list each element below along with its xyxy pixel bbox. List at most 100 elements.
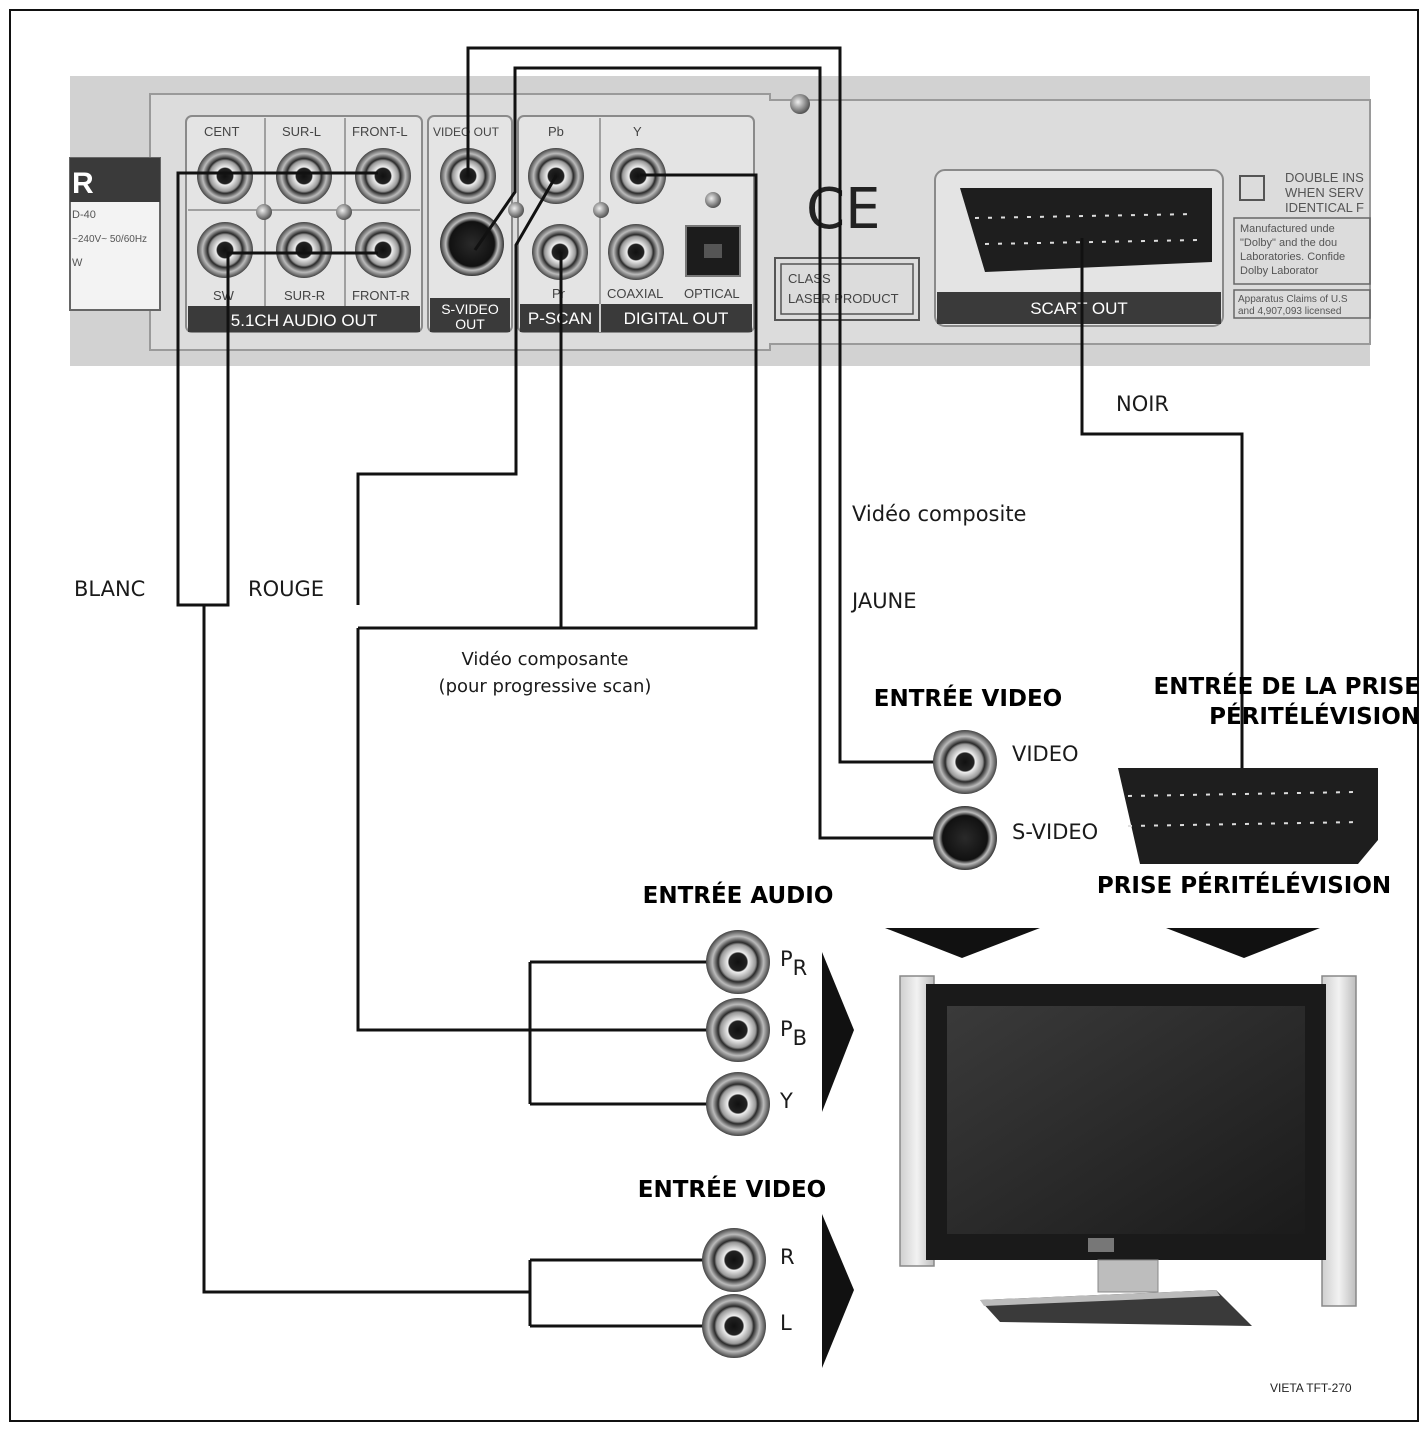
cable-component-y bbox=[358, 173, 758, 630]
dolby-line: "Dolby" and the dou bbox=[1240, 237, 1337, 249]
tv-jack-pr bbox=[706, 930, 770, 994]
arrow-down-icon bbox=[885, 928, 1040, 958]
screw-icon bbox=[593, 202, 609, 218]
tv-jack-svideo bbox=[933, 806, 997, 870]
rating-label: R D-40 ~240V~ 50/60Hz W bbox=[69, 157, 161, 311]
screw-icon bbox=[790, 94, 810, 114]
jack-y bbox=[610, 148, 666, 204]
dolby-line: Dolby Laborator bbox=[1240, 265, 1319, 277]
model-fragment: D-40 bbox=[72, 209, 96, 221]
jack-label-sur-r: SUR-R bbox=[284, 288, 325, 303]
jack-label-cent: CENT bbox=[204, 124, 239, 139]
header-scart-input-1: ENTRÉE DE LA PRISE bbox=[1154, 672, 1420, 700]
tv-jack-r bbox=[702, 1228, 766, 1292]
tv-screen bbox=[947, 1006, 1305, 1234]
watt-fragment: W bbox=[72, 257, 83, 269]
laser-line-2: LASER PRODUCT bbox=[788, 291, 899, 306]
audio-out-group: CENT SUR-L FRONT-L SW SUR-R FRONT-R 5.1C… bbox=[185, 115, 423, 333]
arrow-down-icon bbox=[1166, 928, 1320, 958]
jack-label-optical: OPTICAL bbox=[684, 286, 740, 301]
tv-logo bbox=[1088, 1238, 1114, 1252]
label-blanc: BLANC bbox=[74, 577, 145, 601]
tv-model: VIETA TFT-270 bbox=[1270, 1381, 1352, 1395]
label-tv-pr: PR bbox=[780, 947, 807, 980]
dolby-line: Laboratories. Confide bbox=[1240, 251, 1345, 263]
laser-line-1: CLASS bbox=[788, 271, 831, 286]
section-audio-out: 5.1CH AUDIO OUT bbox=[231, 311, 377, 330]
jack-front-r bbox=[355, 222, 411, 278]
jack-label-front-l: FRONT-L bbox=[352, 124, 408, 139]
section-svideo-out-2: OUT bbox=[455, 316, 485, 332]
label-tv-pb: PB bbox=[780, 1017, 807, 1050]
cable-paths bbox=[176, 46, 1244, 1328]
label-tv-r: R bbox=[780, 1245, 795, 1269]
cable-audio-red bbox=[204, 251, 378, 607]
header-video-input-2: ENTRÉE VIDEO bbox=[638, 1175, 827, 1203]
tv-scart-socket bbox=[1118, 768, 1378, 864]
tv-jack-video bbox=[933, 730, 997, 794]
jack-label-y: Y bbox=[633, 124, 642, 139]
label-noir: NOIR bbox=[1116, 392, 1169, 416]
section-scart-out: SCART OUT bbox=[1030, 299, 1128, 318]
power-fragment: ~240V~ 50/60Hz bbox=[72, 234, 147, 245]
cable-composite bbox=[466, 46, 958, 764]
patent-line: Apparatus Claims of U.S bbox=[1238, 294, 1348, 305]
label-tv-l: L bbox=[780, 1311, 792, 1335]
scart-out-group: SCART OUT bbox=[934, 169, 1224, 327]
header-audio-input: ENTRÉE AUDIO bbox=[643, 881, 834, 909]
screw-icon bbox=[705, 192, 721, 208]
tv-jack-pb bbox=[706, 998, 770, 1062]
ce-mark: CE bbox=[806, 177, 880, 242]
jack-label-pr: Pr bbox=[552, 286, 566, 301]
dvd-rear-panel: R D-40 ~240V~ 50/60Hz W CENT SUR-L FRONT… bbox=[69, 76, 1371, 366]
cable-svideo bbox=[473, 66, 958, 840]
jack-front-l bbox=[355, 148, 411, 204]
pscan-digital-group: Pb Y Pr COAXIAL OPTICAL P-SCAN DIGITAL O… bbox=[508, 115, 755, 333]
jack-label-sur-l: SUR-L bbox=[282, 124, 321, 139]
jack-coaxial bbox=[608, 224, 664, 280]
dolby-line: Manufactured unde bbox=[1240, 223, 1335, 235]
jack-svideo-out bbox=[440, 212, 504, 276]
cable-audio-white bbox=[176, 171, 530, 1294]
cable-scart bbox=[1080, 238, 1244, 820]
jack-sw bbox=[197, 222, 253, 278]
section-digital-out: DIGITAL OUT bbox=[624, 309, 729, 328]
jack-label-sw: SW bbox=[213, 288, 235, 303]
screw-icon bbox=[508, 202, 524, 218]
jack-label-front-r: FRONT-R bbox=[352, 288, 410, 303]
label-tv-svideo: S-VIDEO bbox=[1012, 820, 1098, 844]
jack-sur-r bbox=[276, 222, 332, 278]
section-svideo-out-1: S-VIDEO bbox=[441, 301, 499, 317]
label-tv-video: VIDEO bbox=[1012, 742, 1079, 766]
patent-line: and 4,907,093 licensed bbox=[1238, 306, 1341, 317]
header-scart-input-2: PÉRITÉLÉVISION bbox=[1209, 702, 1420, 730]
arrow-right-icon bbox=[822, 952, 854, 1112]
notice-line: IDENTICAL F bbox=[1285, 200, 1364, 215]
cable-component-to-tv bbox=[356, 628, 735, 1032]
label-component-2: (pour progressive scan) bbox=[439, 676, 652, 697]
caption-scart: PRISE PÉRITÉLÉVISION bbox=[1097, 871, 1391, 899]
cable-component-pb bbox=[356, 175, 558, 605]
notice-line: DOUBLE INS bbox=[1285, 170, 1364, 185]
label-tv-y: Y bbox=[779, 1089, 793, 1113]
flat-screen-tv bbox=[899, 975, 1357, 1326]
notice-block: DOUBLE INS WHEN SERV IDENTICAL F Manufac… bbox=[1233, 170, 1371, 319]
tv-jack-y bbox=[706, 1072, 770, 1136]
arrow-right-icon bbox=[822, 1214, 854, 1368]
tv-jack-l bbox=[702, 1294, 766, 1358]
label-rouge: ROUGE bbox=[248, 577, 324, 601]
notice-line: WHEN SERV bbox=[1285, 185, 1364, 200]
label-composite: Vidéo composite bbox=[852, 502, 1026, 526]
jack-sur-l bbox=[276, 148, 332, 204]
label-component-1: Vidéo composante bbox=[462, 649, 629, 670]
label-jaune: JAUNE bbox=[850, 589, 917, 613]
screw-icon bbox=[256, 204, 272, 220]
brand-fragment: R bbox=[72, 167, 94, 200]
video-out-group: VIDEO OUT S-VIDEO OUT bbox=[427, 115, 513, 333]
jack-label-video-out: VIDEO OUT bbox=[433, 125, 500, 139]
jack-label-coaxial: COAXIAL bbox=[607, 286, 663, 301]
header-video-input: ENTRÉE VIDEO bbox=[874, 684, 1063, 712]
jack-cent bbox=[197, 148, 253, 204]
jack-label-pb: Pb bbox=[548, 124, 564, 139]
